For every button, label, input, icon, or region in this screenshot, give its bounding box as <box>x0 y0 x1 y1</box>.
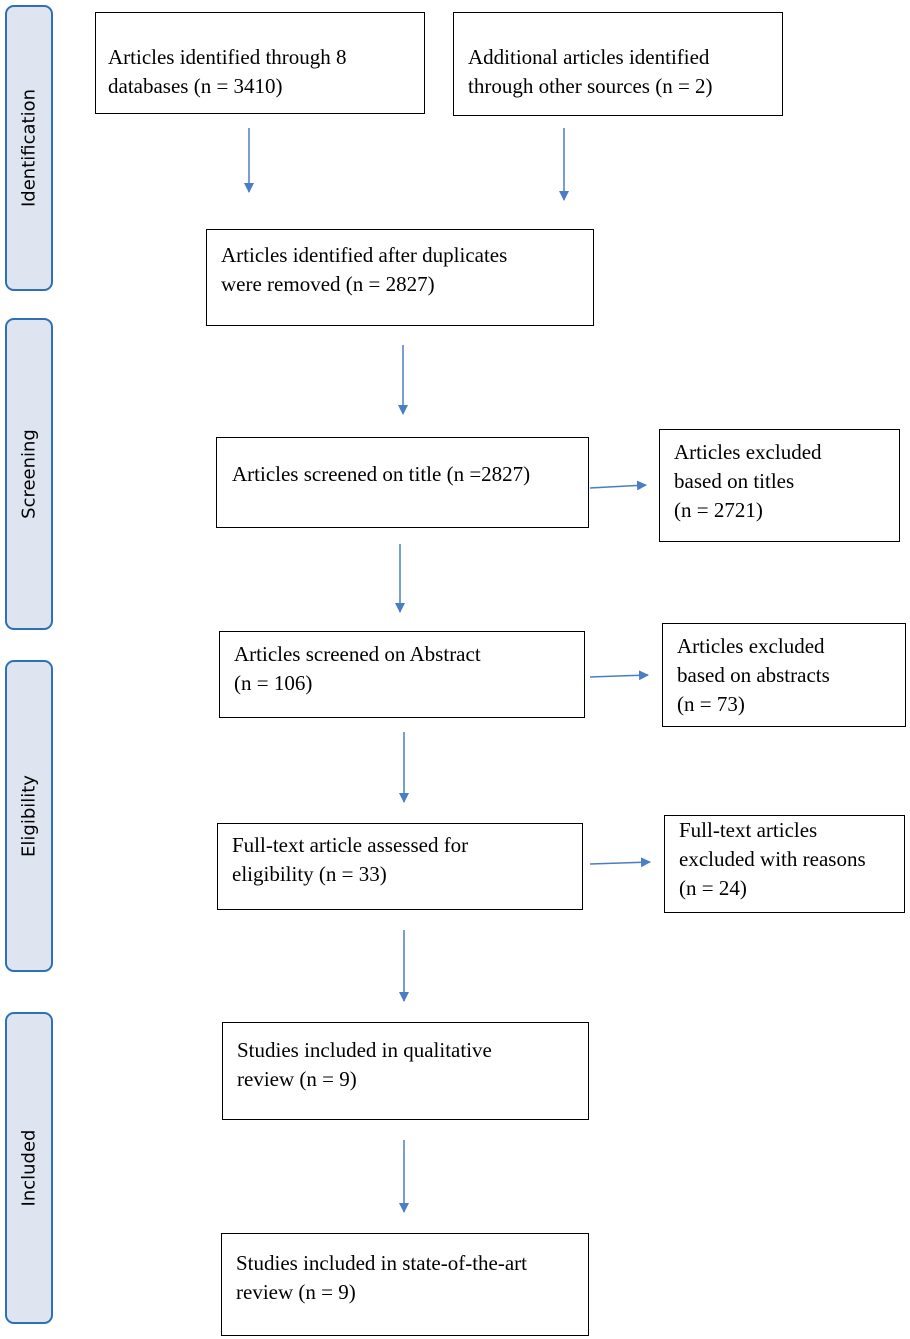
box-qualitative-line2: review (n = 9) <box>237 1067 357 1091</box>
arrow-abstract-to-excluded <box>589 670 649 681</box>
phase-screening: Screening <box>5 318 53 630</box>
box-excluded-titles: Articles excluded based on titles (n = 2… <box>659 429 900 542</box>
box-state-of-art-line1: Studies included in state-of-the-art <box>236 1251 527 1275</box>
box-fulltext-excluded-line3: (n = 24) <box>679 876 747 900</box>
box-excluded-abstracts-line3: (n = 73) <box>677 692 745 716</box>
box-duplicates-removed: Articles identified after duplicates wer… <box>206 229 594 326</box>
phase-eligibility: Eligibility <box>5 660 53 972</box>
box-databases-line1: Articles identified through 8 <box>108 45 347 69</box>
box-excluded-abstracts: Articles excluded based on abstracts (n … <box>662 623 906 727</box>
box-other-sources-line1: Additional articles identified <box>468 45 710 69</box>
box-excluded-titles-line3: (n = 2721) <box>674 498 763 522</box>
box-fulltext-assessed-line1: Full-text article assessed for <box>232 833 469 857</box>
box-databases: Articles identified through 8 databases … <box>95 12 425 114</box>
box-state-of-art-line2: review (n = 9) <box>236 1280 356 1304</box>
box-qualitative-line1: Studies included in qualitative <box>237 1038 492 1062</box>
box-fulltext-excluded: Full-text articles excluded with reasons… <box>664 815 905 913</box>
box-duplicates-removed-line2: were removed (n = 2827) <box>221 272 435 296</box>
phase-included: Included <box>5 1012 53 1324</box>
box-duplicates-removed-line1: Articles identified after duplicates <box>221 243 508 267</box>
box-screened-title-line1: Articles screened on title (n =2827) <box>232 462 531 486</box>
box-fulltext-excluded-line2: excluded with reasons <box>679 847 866 871</box>
box-fulltext-assessed: Full-text article assessed for eligibili… <box>217 823 583 910</box>
phase-identification-label: Identification <box>18 88 40 208</box>
box-screened-abstract-line2: (n = 106) <box>234 671 313 695</box>
box-fulltext-excluded-line1: Full-text articles <box>679 818 818 842</box>
box-qualitative: Studies included in qualitative review (… <box>222 1022 589 1120</box>
box-screened-title: Articles screened on title (n =2827) <box>216 437 589 528</box>
box-excluded-titles-line1: Articles excluded <box>674 440 822 464</box>
box-other-sources-line2: through other sources (n = 2) <box>468 74 713 98</box>
box-screened-abstract: Articles screened on Abstract (n = 106) <box>219 631 585 718</box>
phase-included-label: Included <box>18 1129 40 1207</box>
phase-eligibility-label: Eligibility <box>18 775 40 857</box>
box-fulltext-assessed-line2: eligibility (n = 33) <box>232 862 387 886</box>
box-excluded-abstracts-line2: based on abstracts <box>677 663 830 687</box>
box-excluded-titles-line2: based on titles <box>674 469 795 493</box>
box-other-sources: Additional articles identified through o… <box>453 12 783 116</box>
arrow-fulltext-to-excluded <box>589 857 651 868</box>
arrow-title-to-excluded <box>589 480 647 491</box>
phase-identification: Identification <box>5 5 53 291</box>
phase-screening-label: Screening <box>18 429 40 519</box>
box-excluded-abstracts-line1: Articles excluded <box>677 634 825 658</box>
box-screened-abstract-line1: Articles screened on Abstract <box>234 642 481 666</box>
box-state-of-art: Studies included in state-of-the-art rev… <box>221 1233 589 1336</box>
box-databases-line2: databases (n = 3410) <box>108 74 283 98</box>
